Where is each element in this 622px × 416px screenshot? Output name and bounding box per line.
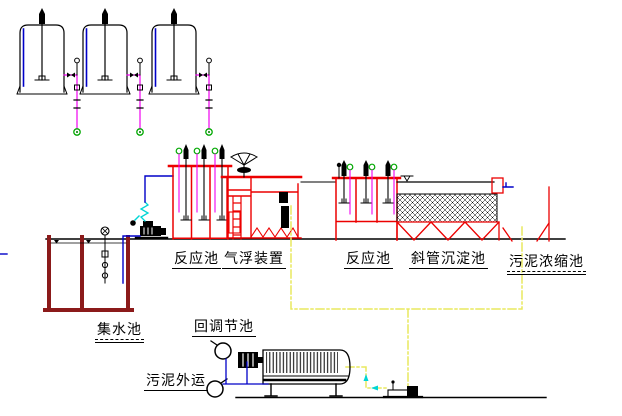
sludge-hopper — [396, 221, 500, 241]
dosing-point-markers — [346, 163, 398, 215]
flow-arrow-icon — [363, 374, 369, 381]
ball-valve-icon — [130, 220, 136, 226]
effluent-outlet — [491, 177, 504, 194]
reaction-tank-1 — [167, 144, 233, 240]
scraper-drive-icon — [230, 152, 258, 178]
sludge-piping — [290, 205, 523, 391]
water-level-icon — [54, 240, 91, 244]
dosing-point-markers — [175, 147, 219, 213]
collection-tank — [43, 235, 134, 312]
sludge-feed-pump — [382, 380, 424, 399]
label-reaction-tank-1: 反应池 — [172, 250, 221, 270]
dosing-tank-1 — [16, 7, 81, 137]
scraper-flights — [250, 226, 299, 238]
label-collection-tank: 集水池 — [95, 321, 144, 344]
label-sludge-thickening-tank: 污泥浓缩池 — [507, 253, 586, 276]
agitator-icon — [180, 144, 228, 221]
flow-arrow-icon — [371, 385, 378, 391]
access-ladder — [232, 196, 242, 240]
label-reaction-tank-2: 反应池 — [344, 250, 393, 270]
flex-hose-icon — [139, 201, 150, 222]
level-gauge-icon — [100, 226, 110, 284]
dosing-tank-2 — [79, 7, 144, 137]
label-air-flotation-unit: 气浮装置 — [222, 250, 286, 270]
water-level-icon — [400, 175, 414, 182]
label-sludge-hauling: 污泥外运 — [144, 372, 208, 392]
air-flotation-unit — [220, 152, 303, 239]
label-return-regulating-tank: 回调节池 — [192, 318, 256, 338]
sludge-thickener — [502, 186, 550, 242]
reaction-tank-2 — [331, 160, 402, 241]
agitator-icon — [338, 160, 394, 204]
return-pump-icon — [210, 340, 232, 360]
dosing-tank-3 — [148, 7, 213, 137]
feed-pump — [130, 215, 169, 240]
belt-filter-press — [238, 349, 351, 397]
filtrate-return-piping — [222, 358, 269, 385]
sludge-haul-pump-icon — [206, 378, 228, 398]
label-inclined-tube-settling-tank: 斜管沉淀池 — [409, 250, 488, 270]
feed-pump-piping — [122, 175, 174, 284]
instrument-icon — [336, 162, 342, 179]
inclined-tube-settler — [396, 175, 514, 241]
